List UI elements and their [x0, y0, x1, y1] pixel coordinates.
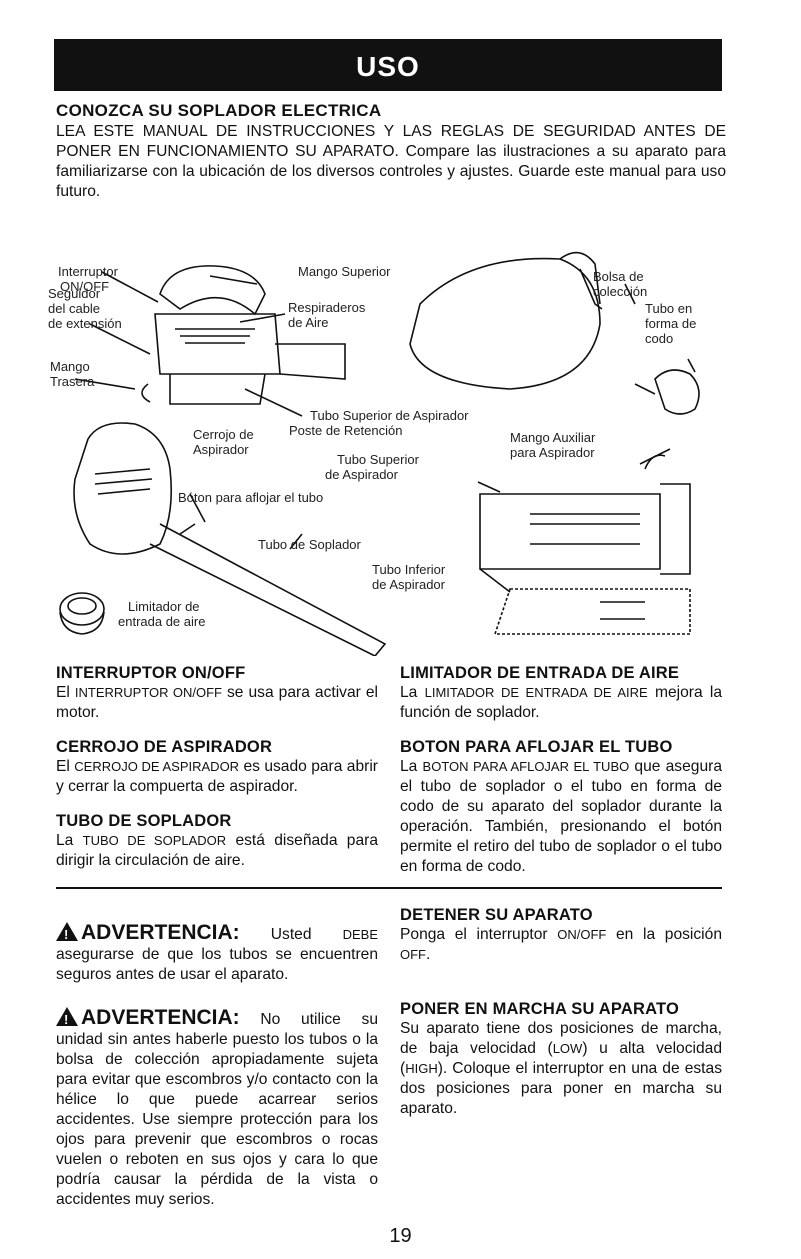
heading-boton: BOTON PARA AFLOJAR EL TUBO	[400, 738, 673, 756]
warnings-column: ADVERTENCIA: Usted DEBE asegurarse de qu…	[56, 920, 378, 1210]
warning-triangle-icon	[56, 922, 78, 945]
label-tubo-superior-aspirador: Tubo Superior de Aspirador	[310, 408, 469, 423]
section-divider	[56, 887, 722, 889]
warning-1: ADVERTENCIA: Usted DEBE asegurarse de qu…	[56, 920, 378, 985]
heading-interruptor: INTERRUPTOR ON/OFF	[56, 664, 246, 682]
section-banner: USO	[54, 39, 722, 91]
right-column: LIMITADOR DE ENTRADA DE AIRE La LIMITADO…	[400, 663, 722, 877]
text-tubo-soplador: La TUBO DE SOPLADOR está diseñada para d…	[56, 832, 379, 869]
heading-limitador: LIMITADOR DE ENTRADA DE AIRE	[400, 664, 680, 682]
label-tubo-soplador: Tubo de Soplador	[258, 537, 362, 552]
label-mango-superior: Mango Superior	[298, 264, 391, 279]
text-boton: La BOTON PARA AFLOJAR EL TUBO que asegur…	[400, 758, 722, 875]
warning-triangle-icon	[56, 1007, 78, 1030]
label-boton-aflojar: Bóton para aflojar el tubo	[178, 490, 323, 505]
text-limitador: La LIMITADOR DE ENTRADA DE AIRE mejora l…	[400, 684, 723, 721]
blower-illustration	[59, 251, 700, 656]
text-detener: Ponga el interruptor ON/OFF en la posici…	[400, 926, 722, 963]
operate-column: DETENER SU APARATO Ponga el interruptor …	[400, 905, 722, 1119]
heading-tubo-soplador: TUBO DE SOPLADOR	[56, 812, 232, 830]
page-number: 19	[389, 1225, 412, 1247]
heading-poner-marcha: PONER EN MARCHA SU APARATO	[400, 1000, 679, 1018]
heading-detener: DETENER SU APARATO	[400, 906, 593, 924]
label-poste-retencion: Poste de Retención	[289, 423, 402, 438]
intro-title: CONOZCA SU SOPLADOR ELECTRICA	[56, 101, 382, 120]
intro-paragraph: LEA ESTE MANUAL DE INSTRUCCIONES Y LAS R…	[56, 123, 726, 200]
left-column: INTERRUPTOR ON/OFF El INTERRUPTOR ON/OFF…	[56, 663, 378, 871]
heading-cerrojo: CERROJO DE ASPIRADOR	[56, 738, 273, 756]
warning-2: ADVERTENCIA: No utilice su unidad sin an…	[56, 1005, 378, 1210]
text-cerrojo: El CERROJO DE ASPIRADOR es usado para ab…	[56, 758, 378, 795]
text-poner-marcha: Su aparato tiene dos posiciones de march…	[400, 1020, 723, 1117]
text-interruptor: El INTERRUPTOR ON/OFF se usa para activa…	[56, 684, 379, 721]
